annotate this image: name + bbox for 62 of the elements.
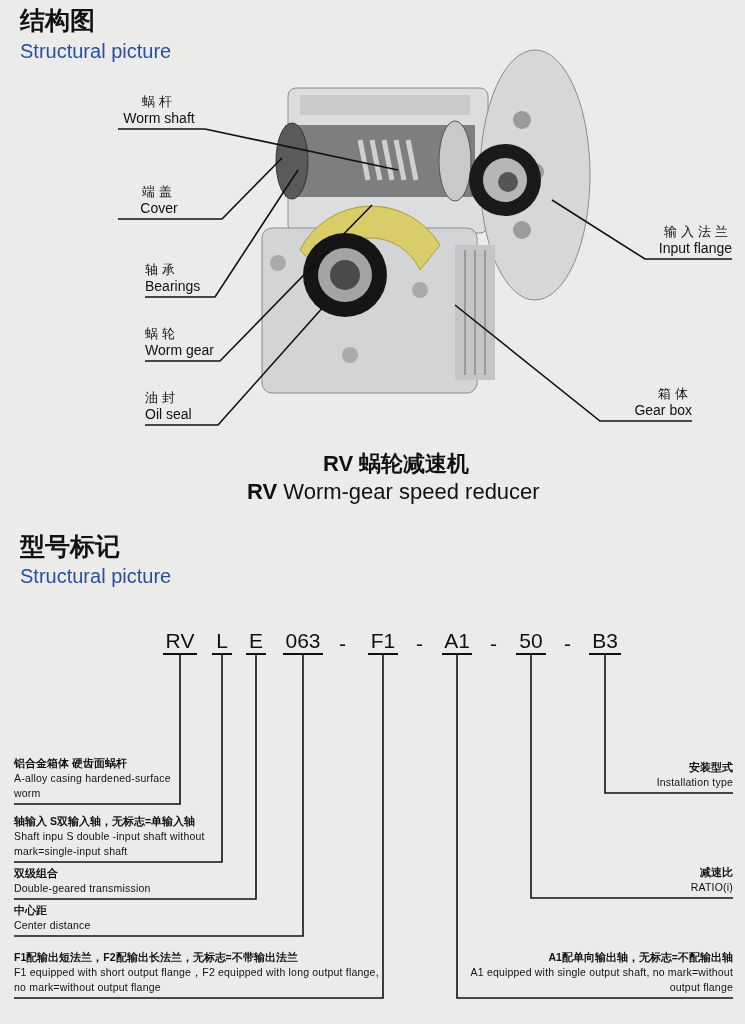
product-title: RV Worm-gear speed reducer [247, 479, 540, 505]
part-label-zh: 箱体 [657, 386, 692, 402]
code-description-zh: A1配单向输出轴，无标志=不配输出轴 [547, 950, 733, 965]
part-label-zh: 输入法兰 [663, 224, 732, 240]
section-title: 型号标记 [20, 531, 120, 562]
leader-line [551, 199, 733, 260]
part-label-en: Cover [139, 200, 179, 216]
code-description-zh: 安装型式 [688, 760, 733, 775]
code-description-zh: 减速比 [699, 865, 733, 880]
leader-line [117, 157, 283, 220]
part-label-en: Bearings [145, 278, 202, 294]
part-label-en: Input flange [657, 240, 732, 256]
product-title: RV 蜗轮减速机 [323, 450, 470, 478]
model-code-segment: A1 [442, 629, 472, 655]
leader-line [117, 128, 399, 171]
code-description-en: Installation type [655, 775, 733, 790]
model-code-segment: RV [163, 629, 197, 655]
part-label-zh: 油封 [145, 390, 180, 406]
section-title: 结构图 [20, 5, 95, 36]
leader-line [13, 654, 181, 805]
code-description-en: Double-geared transmission [14, 881, 152, 896]
part-label-en: Gear box [633, 402, 692, 418]
leader-line [604, 654, 734, 794]
part-label-en: Worm shaft [122, 110, 196, 126]
code-description-en: A-alloy casing hardened-surface worm [14, 771, 172, 801]
model-code-segment: F1 [368, 629, 398, 655]
part-label-en: Worm gear [145, 342, 215, 358]
code-description-zh: 双级组合 [14, 866, 59, 881]
code-description-en: Shaft inpu S double -input shaft without mark=single-input shaft [14, 829, 206, 859]
part-label-zh: 蜗杆 [141, 94, 177, 110]
separator-dash: - [339, 632, 346, 656]
code-description-zh: 中心距 [14, 903, 48, 918]
leader-line [456, 654, 734, 999]
code-description-en: RATIO(i) [689, 880, 733, 895]
leader-line [454, 304, 693, 422]
model-code-segment: 50 [516, 629, 546, 655]
leader-line [13, 654, 223, 863]
leader-line [144, 169, 299, 298]
leader-line [530, 654, 734, 899]
code-description-zh: F1配输出短法兰，F2配输出长法兰，无标志=不带输出法兰 [14, 950, 299, 965]
section-subtitle: Structural picture [20, 565, 172, 588]
separator-dash: - [564, 632, 571, 656]
code-description-en: Center distance [14, 918, 92, 933]
section-subtitle: Structural picture [20, 40, 172, 63]
code-description-en: A1 equipped with single output shaft, no mark=without output flange [469, 965, 733, 995]
code-description-en: F1 equipped with short output flange，F2 equipped with long output flange, no mark=without output flange [14, 965, 380, 995]
leader-line [13, 654, 304, 937]
separator-dash: - [416, 632, 423, 656]
part-label-en: Oil seal [145, 406, 193, 422]
model-code-segment: L [212, 629, 232, 655]
separator-dash: - [490, 632, 497, 656]
model-code-segment: B3 [589, 629, 621, 655]
leader-line [13, 654, 257, 900]
part-label-zh: 蜗轮 [145, 326, 180, 342]
model-code-segment: E [246, 629, 266, 655]
model-code-segment: 063 [283, 629, 323, 655]
part-label-zh: 轴承 [145, 262, 180, 278]
leader-line [13, 654, 384, 999]
code-description-zh: 轴输入 S双输入轴，无标志=单输入轴 [14, 814, 197, 829]
part-label-zh: 端盖 [141, 184, 177, 200]
code-description-zh: 铝合金箱体 硬齿面蜗杆 [14, 756, 128, 771]
leader-line [144, 204, 373, 362]
